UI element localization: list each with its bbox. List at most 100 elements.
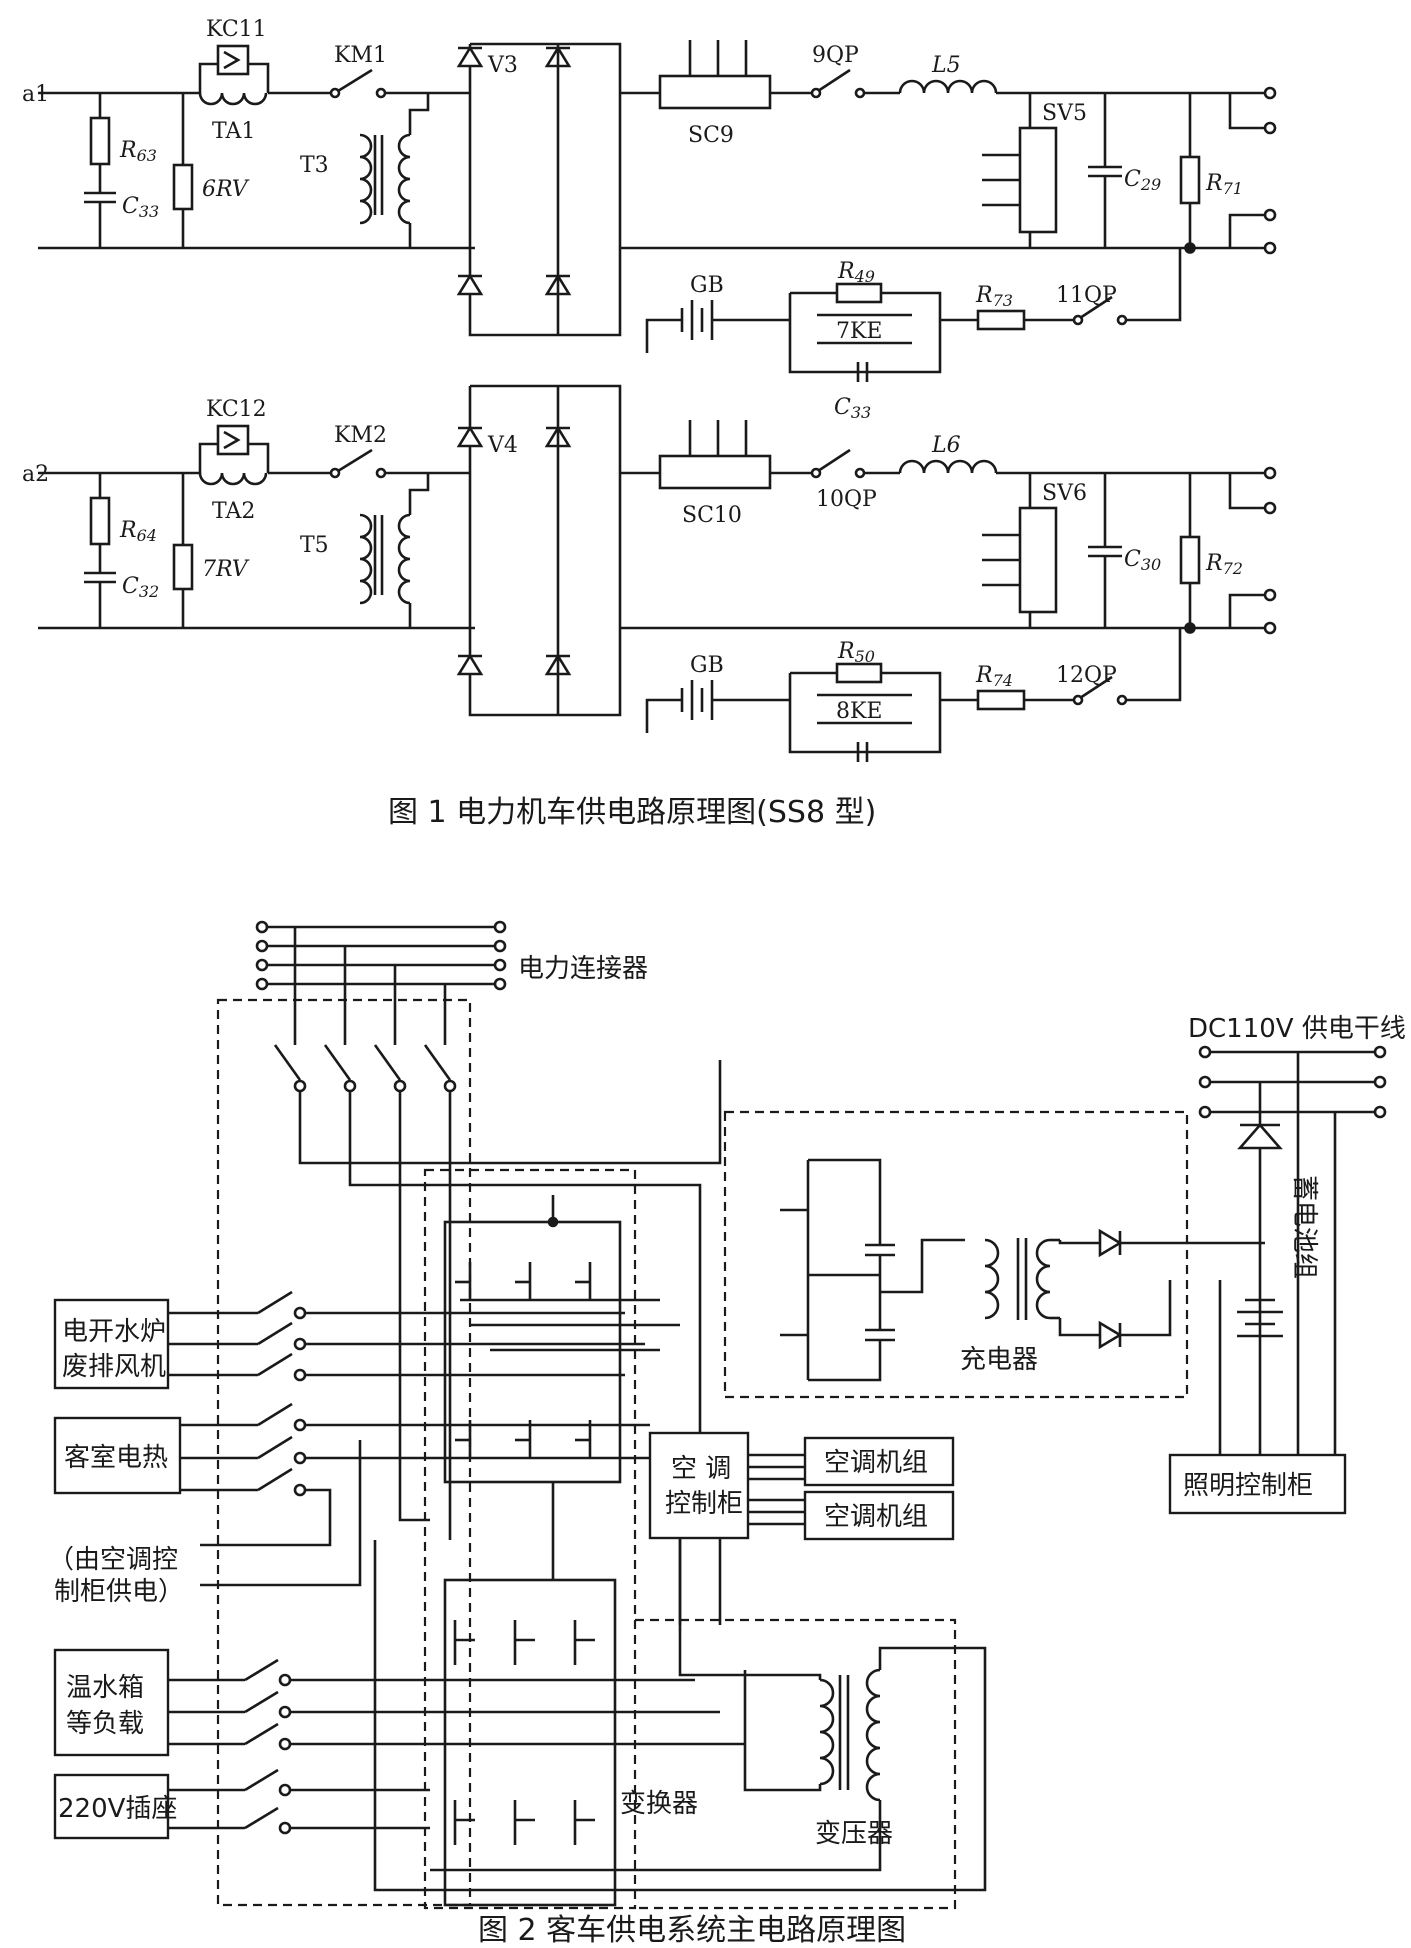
switch-11qp [1079, 295, 1113, 320]
switch-cabinet-enclosure [216, 998, 472, 1907]
dc-trunk [1198, 1045, 1387, 1455]
transformer-t3 [359, 133, 373, 225]
label-load-note-1: （由空调控 [48, 1545, 178, 1575]
label-dc-trunk: DC110V 供电干线 [1188, 1014, 1406, 1044]
resistor-r64 [89, 496, 111, 546]
label-c32: C32 [122, 574, 159, 601]
inverter-upper [443, 1195, 680, 1484]
label-10qp: 10QP [816, 487, 877, 512]
label-12qp: 12QP [1056, 663, 1117, 688]
label-kc11: KC11 [206, 17, 267, 42]
switch-km1 [337, 68, 373, 93]
current-transformer-ta1 [198, 92, 268, 106]
fig1-labels: a1 KC11 TA1 KM1 T3 R63 C33 6RV V3 SC9 9Q… [22, 17, 1243, 830]
label-c33-par: C33 [834, 395, 871, 422]
resistor-r73 [976, 309, 1026, 331]
load-boiler-fan [53, 1298, 170, 1390]
label-ta2: TA2 [212, 499, 255, 524]
load-heater [53, 1416, 182, 1495]
label-kc12: KC12 [206, 397, 267, 422]
label-ta1: TA1 [212, 119, 255, 144]
label-km1: KM1 [334, 43, 387, 68]
main-switches [273, 1044, 457, 1093]
converter-enclosure [423, 1168, 637, 1910]
converter-lower [443, 1482, 617, 1907]
label-t5: T5 [300, 533, 329, 558]
label-ac-unit-2: 空调机组 [824, 1502, 928, 1532]
bridge-v3 [468, 42, 622, 337]
label-sv5: SV5 [1042, 101, 1087, 126]
label-a2: a2 [22, 462, 49, 487]
ac-control-cabinet [648, 1431, 750, 1540]
charger-enclosure [723, 1110, 1189, 1399]
resistor-r49 [835, 282, 883, 304]
switch-12qp [1079, 675, 1113, 700]
label-load-water-1: 温水箱 [66, 1673, 144, 1703]
label-gb-a: GB [690, 273, 724, 298]
label-v3: V3 [487, 53, 518, 78]
load-water-tank [53, 1648, 170, 1757]
sensor-sv5 [1018, 126, 1058, 234]
inductor-l5 [898, 79, 998, 94]
label-r63: R63 [119, 138, 157, 165]
label-ac-cabinet-1: 空 调 [671, 1454, 731, 1484]
label-load-socket: 220V插座 [58, 1794, 177, 1824]
label-r72: R72 [1205, 551, 1243, 578]
label-load-note-2: 制柜供电） [54, 1577, 184, 1607]
ac-unit-1 [803, 1436, 955, 1487]
resistor-r72 [1179, 535, 1201, 585]
label-sv6: SV6 [1042, 481, 1087, 506]
switch-10qp [817, 448, 851, 473]
varistor-6rv [172, 163, 194, 211]
label-v4: V4 [487, 433, 518, 458]
label-c33-in: C33 [122, 194, 159, 221]
figure2-caption: 图 2 客车供电系统主电路原理图 [478, 1913, 906, 1948]
label-power-connector: 电力连接器 [518, 954, 648, 984]
figure1-caption: 图 1 电力机车供电路原理图(SS8 型) [388, 795, 876, 830]
label-11qp: 11QP [1056, 283, 1117, 308]
label-transformer: 变压器 [815, 1819, 893, 1849]
label-l6: L6 [931, 433, 961, 458]
label-sc10: SC10 [682, 503, 742, 528]
label-c30: C30 [1124, 547, 1161, 574]
label-load-water-2: 等负载 [66, 1709, 144, 1739]
current-transformer-ta2 [198, 472, 268, 486]
label-ac-cabinet-2: 控制柜 [665, 1489, 743, 1519]
switch-km2 [337, 448, 373, 473]
varistor-7rv [172, 543, 194, 591]
charger-circuit [780, 1158, 1265, 1382]
inductor-l6 [898, 459, 998, 474]
label-c29: C29 [1124, 167, 1161, 194]
fig1-circuit-a [38, 40, 1277, 382]
sensor-sv6 [1018, 506, 1058, 614]
resistor-r71 [1179, 155, 1201, 205]
resistor-r50 [835, 662, 883, 684]
label-8ke: 8KE [836, 699, 883, 724]
label-7rv: 7RV [202, 557, 250, 582]
label-r71: R71 [1205, 171, 1243, 198]
resistor-r63 [89, 116, 111, 166]
label-r64: R64 [119, 518, 157, 545]
label-r49: R49 [837, 259, 875, 286]
resistor-r74 [976, 689, 1026, 711]
label-ac-unit-1: 空调机组 [824, 1448, 928, 1478]
label-battery: 蓄电池组 [1289, 1175, 1319, 1279]
lighting-control-cabinet [1168, 1453, 1347, 1515]
label-7ke: 7KE [836, 319, 883, 344]
label-r74: R74 [975, 663, 1013, 690]
label-l5: L5 [931, 53, 961, 78]
label-r50: R50 [837, 639, 875, 666]
label-converter: 变换器 [620, 1789, 698, 1819]
label-km2: KM2 [334, 423, 387, 448]
fig1-circuit-b [38, 384, 1277, 762]
switch-9qp [817, 68, 851, 93]
power-connector [255, 920, 507, 1045]
label-load-heater: 客室电热 [64, 1443, 168, 1473]
label-9qp: 9QP [812, 43, 859, 68]
label-6rv: 6RV [202, 177, 250, 202]
transformer-t5 [359, 513, 373, 605]
label-load-boiler-2: 废排风机 [62, 1352, 166, 1382]
bridge-v4 [468, 384, 622, 717]
label-sc9: SC9 [688, 123, 734, 148]
